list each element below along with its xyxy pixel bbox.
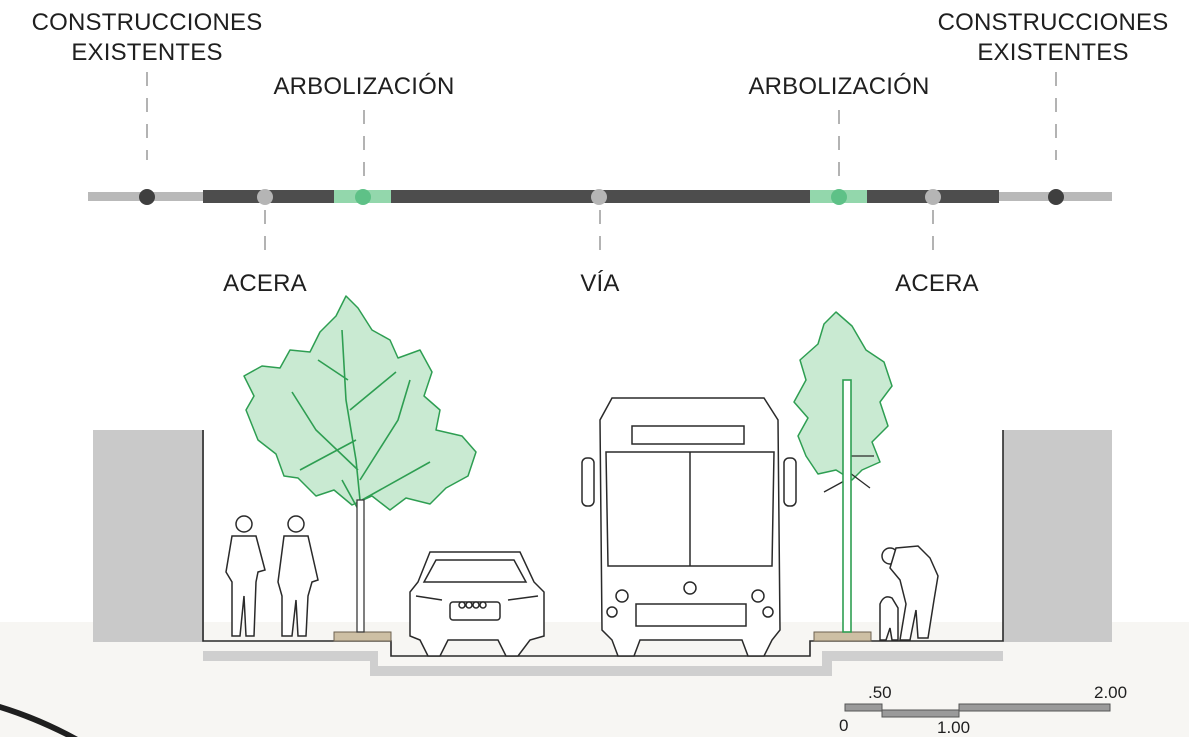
marker-sidewalk-left bbox=[257, 189, 273, 205]
tree-left-trunk bbox=[356, 499, 365, 633]
scale-label-050: .50 bbox=[868, 683, 892, 702]
tree-left bbox=[243, 295, 477, 633]
tree-right bbox=[793, 311, 893, 633]
bus-mirror-left bbox=[581, 457, 595, 507]
zone-schematic bbox=[88, 72, 1112, 262]
building-right bbox=[1003, 430, 1112, 642]
label-trees-right: ARBOLIZACIÓN bbox=[748, 73, 930, 100]
bus bbox=[581, 397, 797, 657]
marker-trees-left bbox=[355, 189, 371, 205]
ground-slab bbox=[203, 651, 1003, 676]
planter-right bbox=[813, 631, 872, 642]
bus-destination-sign bbox=[631, 425, 745, 445]
bus-mirror-right bbox=[783, 457, 797, 507]
planter-left bbox=[333, 631, 392, 642]
label-sidewalk-left: ACERA bbox=[223, 270, 307, 297]
person-with-dog bbox=[879, 545, 939, 641]
tree-right-trunk bbox=[842, 379, 852, 633]
corner-swoosh bbox=[0, 704, 78, 737]
scale-label-0: 0 bbox=[839, 716, 849, 735]
dog bbox=[879, 596, 899, 641]
pedestrians-left bbox=[225, 515, 319, 637]
building-left bbox=[93, 430, 204, 642]
label-trees-left: ARBOLIZACIÓN bbox=[273, 73, 455, 100]
street-profile-line bbox=[202, 430, 1004, 657]
label-sidewalk-right: ACERA bbox=[895, 270, 979, 297]
label-buildings-left: CONSTRUCCIONES EXISTENTES bbox=[31, 9, 263, 66]
label-road: VÍA bbox=[580, 270, 620, 297]
marker-road bbox=[591, 189, 607, 205]
marker-trees-right bbox=[831, 189, 847, 205]
scale-label-200: 2.00 bbox=[1094, 683, 1128, 702]
scale-bar bbox=[844, 703, 1111, 718]
label-buildings-right: CONSTRUCCIONES EXISTENTES bbox=[937, 9, 1169, 66]
marker-sidewalk-right bbox=[925, 189, 941, 205]
car bbox=[409, 551, 545, 657]
tree-left-canopy bbox=[243, 295, 477, 511]
marker-buildings-right bbox=[1048, 189, 1064, 205]
marker-buildings-left bbox=[139, 189, 155, 205]
scale-label-100: 1.00 bbox=[937, 718, 971, 737]
car-windshield bbox=[422, 559, 528, 583]
